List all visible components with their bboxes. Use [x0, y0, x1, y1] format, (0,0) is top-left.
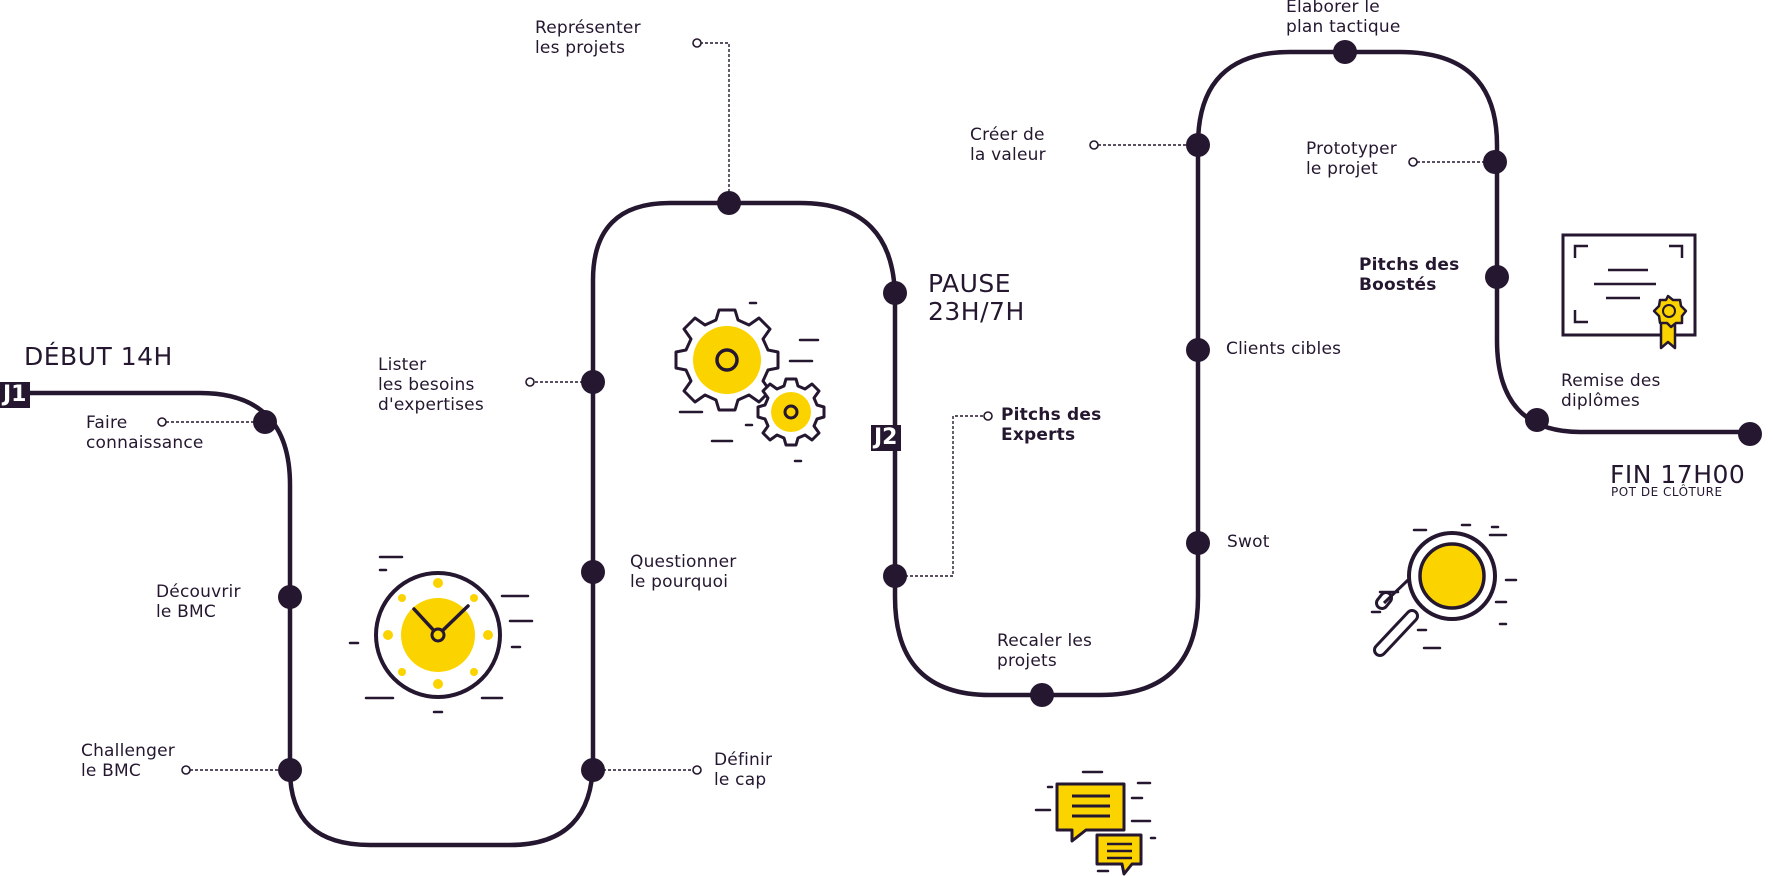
- step-line: d'expertises: [378, 395, 484, 415]
- step-creer-valeur: Créer de la valeur: [970, 125, 1046, 165]
- step-line: Clients cibles: [1226, 339, 1342, 359]
- step-line: le BMC: [81, 761, 141, 781]
- step-line: les projets: [535, 38, 626, 58]
- step-line: le pourquoi: [630, 572, 729, 592]
- step-challenger-bmc: Challenger le BMC: [81, 741, 175, 781]
- timeline-path: [0, 49, 1750, 848]
- diploma-icon: [1561, 233, 1697, 350]
- step-line: le cap: [714, 770, 767, 790]
- step-line: le BMC: [156, 602, 216, 622]
- step-line: Prototyper: [1306, 139, 1398, 159]
- milestone-nodes: [253, 40, 1762, 782]
- end-subtitle: POT DE CLÔTURE: [1611, 485, 1723, 499]
- pause-line1: PAUSE: [928, 269, 1012, 298]
- step-prototyper: Prototyper le projet: [1306, 139, 1397, 179]
- day-badge-j2: J2: [871, 425, 901, 451]
- end-title: FIN 17H00: [1610, 460, 1746, 489]
- step-line: Boostés: [1359, 275, 1437, 295]
- step-pitchs-experts: Pitchs des Experts: [1001, 405, 1101, 445]
- step-lister-besoins: Lister les besoins d'expertises: [378, 355, 484, 415]
- step-line: Découvrir: [156, 582, 241, 602]
- connector-endpoints: [157, 38, 1418, 775]
- step-line: Représenter: [535, 18, 641, 38]
- chat-icon: [1034, 770, 1157, 876]
- day-badge-j1: J1: [0, 382, 30, 408]
- connectors: [166, 42, 1495, 771]
- step-line: la valeur: [970, 145, 1046, 165]
- step-recaler: Recaler les projets: [997, 631, 1092, 671]
- step-line: Créer de: [970, 125, 1045, 145]
- step-pitchs-boostes: Pitchs des Boostés: [1359, 255, 1459, 295]
- step-line: projets: [997, 651, 1057, 671]
- step-definir-cap: Définir le cap: [714, 750, 772, 790]
- step-line: Swot: [1227, 532, 1270, 552]
- pause-line2: 23H/7H: [928, 297, 1025, 326]
- step-line: Challenger: [81, 741, 175, 761]
- step-line: connaissance: [86, 433, 204, 453]
- step-swot: Swot: [1227, 532, 1270, 552]
- step-line: Remise des: [1561, 371, 1661, 391]
- magnifier-icon: [1370, 523, 1518, 657]
- step-line: les besoins: [378, 375, 475, 395]
- step-line: Questionner: [630, 552, 737, 572]
- step-faire-connaissance: Faire connaissance: [86, 413, 204, 453]
- pause-label: PAUSE 23H/7H: [928, 270, 1025, 326]
- clock-icon: [348, 555, 534, 714]
- step-questionner: Questionner le pourquoi: [630, 552, 736, 592]
- step-line: Experts: [1001, 425, 1076, 445]
- step-line: Pitchs des: [1001, 405, 1102, 425]
- step-remise-diplomes: Remise des diplômes: [1561, 371, 1661, 411]
- step-line: le projet: [1306, 159, 1379, 179]
- step-line: Lister: [378, 355, 427, 375]
- step-line: plan tactique: [1286, 17, 1401, 37]
- step-line: Recaler les: [997, 631, 1093, 651]
- step-line: Elaborer le: [1286, 0, 1380, 17]
- start-title: DÉBUT 14H: [24, 342, 173, 371]
- step-representer: Représenter les projets: [535, 18, 641, 58]
- step-line: Pitchs des: [1359, 255, 1460, 275]
- step-line: Définir: [714, 750, 773, 770]
- step-clients-cibles: Clients cibles: [1226, 339, 1341, 359]
- gears-icon: [674, 301, 826, 463]
- step-decouvrir-bmc: Découvrir le BMC: [156, 582, 241, 622]
- step-elaborer: Elaborer le plan tactique: [1286, 0, 1401, 37]
- step-line: diplômes: [1561, 391, 1640, 411]
- step-line: Faire: [86, 413, 128, 433]
